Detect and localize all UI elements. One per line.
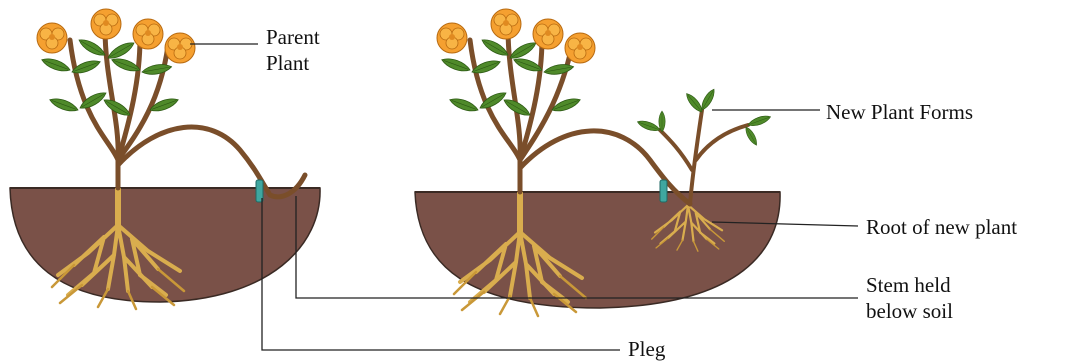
soil-left bbox=[10, 188, 320, 302]
label-parent-line2: Plant bbox=[266, 50, 320, 76]
new-plant-leaves bbox=[636, 87, 772, 146]
label-pleg: Pleg bbox=[628, 336, 665, 362]
peg-right bbox=[660, 180, 667, 202]
label-root-of-new-plant: Root of new plant bbox=[866, 214, 1017, 240]
label-stem-held-below-soil: Stem held below soil bbox=[866, 272, 953, 324]
label-parent-plant: Parent Plant bbox=[266, 24, 320, 76]
label-parent-line1: Parent bbox=[266, 24, 320, 50]
label-stem-line1: Stem held bbox=[866, 272, 953, 298]
label-stem-line2: below soil bbox=[866, 298, 953, 324]
right-panel bbox=[415, 9, 780, 316]
label-new-plant-forms: New Plant Forms bbox=[826, 99, 973, 125]
soil-right bbox=[415, 192, 780, 308]
